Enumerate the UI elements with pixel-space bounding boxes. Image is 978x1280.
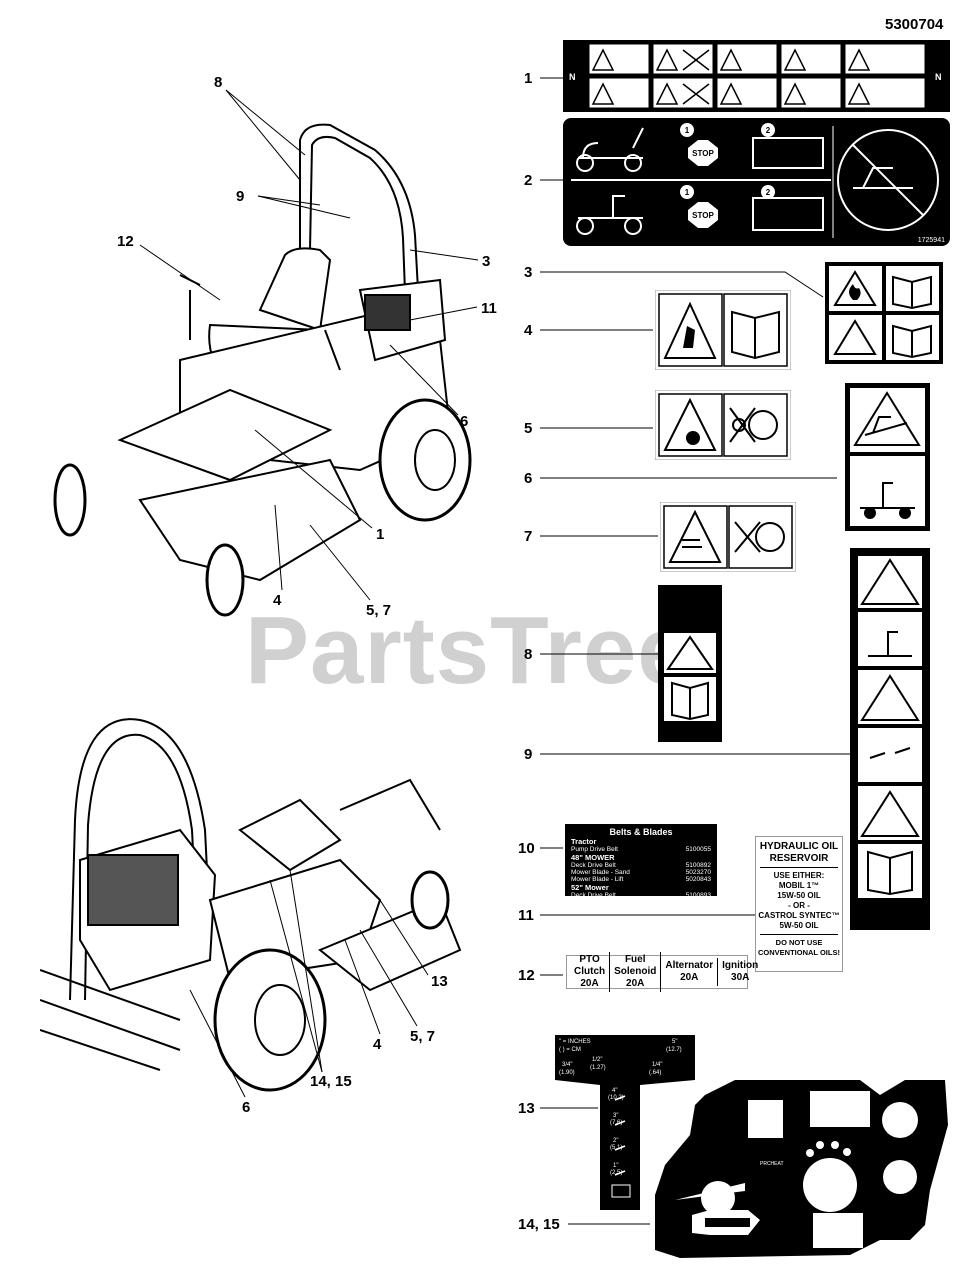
stop-sign-text: STOP	[692, 211, 714, 220]
mower52-heading: 52" Mower	[571, 883, 609, 892]
decal-callout: 13	[518, 1100, 535, 1117]
height-mark: (1.90)	[559, 1070, 575, 1076]
decal-callout: 10	[518, 840, 535, 857]
hydraulic-text: CASTROL SYNTEC™	[758, 911, 840, 920]
height-mark: (12.7)	[666, 1047, 682, 1053]
mower-rear-view-illustration	[40, 718, 462, 1092]
height-mark: 1"	[613, 1163, 618, 1169]
step-number: 2	[766, 188, 771, 197]
callout-label: 13	[431, 973, 448, 990]
hydraulic-text: - OR -	[788, 901, 810, 910]
height-mark: (7.6)	[610, 1120, 622, 1126]
decal-9-rops-instructions	[850, 548, 930, 930]
height-mark: 2"	[613, 1138, 618, 1144]
decal-callout: 2	[524, 172, 533, 189]
decal-4-crush-hazard	[655, 290, 791, 370]
decal-callout: 6	[524, 470, 533, 487]
svg-text:N: N	[569, 72, 576, 82]
svg-text:N: N	[935, 72, 942, 82]
callout-label: 6	[460, 413, 469, 430]
callout-label: 8	[214, 74, 223, 91]
hydraulic-title: HYDRAULIC OIL	[759, 841, 839, 852]
decal-6-slope-warning	[845, 383, 930, 531]
diagram-number: 5300704	[885, 16, 944, 33]
decal-callout: 4	[524, 322, 533, 339]
panel-label: PRCHEAT	[760, 1161, 784, 1167]
height-mark: 5"	[672, 1039, 677, 1045]
decal-part-number: 1725941	[918, 237, 945, 244]
watermark: PartsTree	[245, 597, 692, 704]
height-legend: " = INCHES	[559, 1039, 591, 1045]
hydraulic-warning: DO NOT USE	[775, 938, 823, 947]
belts-blades-title: Belts & Blades	[609, 827, 673, 837]
decal-13-height-gauge: " = INCHES ( ) = CM 5" (12.7) 3/4" (1.90…	[555, 1035, 695, 1210]
decal-callout: 8	[524, 646, 533, 663]
height-mark: (5.1)	[610, 1145, 622, 1151]
hydraulic-text: USE EITHER:	[773, 871, 825, 880]
height-mark: 1/4"	[652, 1062, 662, 1068]
decal-8-rollover-warning	[658, 585, 722, 742]
mower-front-view-illustration	[53, 123, 472, 617]
callout-label: 12	[117, 233, 134, 250]
tractor-heading: Tractor	[571, 837, 597, 846]
hydraulic-text: MOBIL 1™	[778, 881, 820, 890]
hydraulic-text: 15W-50 OIL	[777, 891, 821, 900]
decal-callout: 11	[518, 907, 534, 924]
decal-3-fire-hazard	[825, 262, 943, 364]
callout-label: 4	[373, 1036, 382, 1053]
height-mark: 3"	[613, 1113, 618, 1119]
callout-label: 9	[236, 188, 245, 205]
decal-11-hydraulic-oil: HYDRAULIC OIL RESERVOIR USE EITHER: MOBI…	[755, 836, 843, 972]
height-mark: (2.5)	[610, 1170, 622, 1176]
callout-label: 1	[376, 526, 385, 543]
step-number: 2	[766, 126, 771, 135]
mower48-heading: 48" MOWER	[571, 853, 615, 862]
decal-2-operation-instructions: STOP STOP 1 2 1 2 1725941	[563, 118, 950, 246]
step-number: 1	[685, 188, 690, 197]
callout-label: 11	[481, 300, 497, 317]
height-mark: (.64)	[649, 1070, 661, 1076]
callout-label: 14, 15	[310, 1073, 352, 1090]
decal-14-15-control-panel: PRCHEAT	[655, 1080, 948, 1258]
callout-label: 3	[482, 253, 491, 270]
height-mark: (1.27)	[590, 1065, 606, 1071]
callout-label: 5, 7	[410, 1028, 436, 1045]
decal-callout: 3	[524, 264, 533, 281]
height-legend: ( ) = CM	[559, 1047, 581, 1053]
height-mark: (10.2)	[608, 1095, 624, 1101]
height-mark: 4"	[612, 1088, 617, 1094]
decal-callout: 9	[524, 746, 533, 763]
decal-callout: 14, 15	[518, 1216, 560, 1233]
decal-callout: 7	[524, 528, 533, 545]
stop-sign-text: STOP	[692, 149, 714, 158]
callout-label: 5, 7	[366, 602, 392, 619]
hydraulic-subtitle: RESERVOIR	[760, 853, 838, 868]
decal-callout: 12	[518, 967, 535, 984]
height-mark: 1/2"	[592, 1057, 602, 1063]
callout-label: 4	[273, 592, 282, 609]
decal-callout: 5	[524, 420, 533, 437]
step-number: 1	[685, 126, 690, 135]
height-mark: 3/4"	[562, 1062, 572, 1068]
decal-7-entanglement-hazard	[660, 502, 796, 572]
callout-label: 6	[242, 1099, 251, 1116]
hydraulic-text: 5W-50 OIL	[760, 921, 838, 935]
decal-callout: 1	[524, 70, 533, 87]
hydraulic-warning: CONVENTIONAL OILS!	[758, 948, 840, 957]
decal-5-blade-hazard	[655, 390, 791, 460]
